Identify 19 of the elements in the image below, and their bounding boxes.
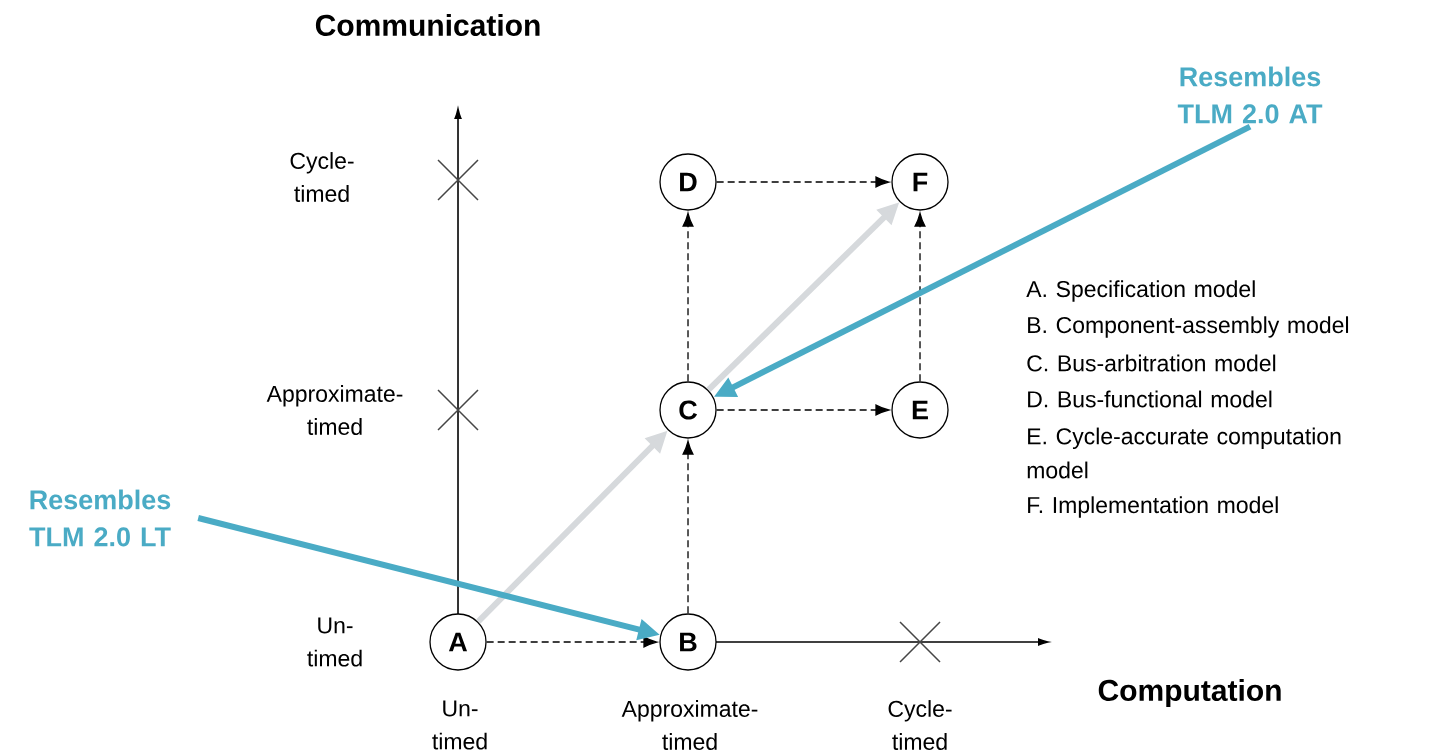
dashed-arrow	[914, 212, 926, 382]
list-item: A. Specification model	[1026, 280, 1255, 302]
tick-label: Cycle- timed	[290, 152, 354, 202]
callout-text: Resembles TLM 2.0 AT	[1177, 66, 1323, 124]
list-item: F. Implementation model	[1028, 496, 1278, 518]
list-item: D. Bus-functional model	[1028, 390, 1272, 408]
tick-label: Un- timed	[432, 700, 487, 750]
dashed-arrow	[682, 212, 694, 382]
list-item: B. Component-assembly model	[1028, 316, 1349, 338]
axis-title: Computation	[1098, 679, 1281, 707]
list-item: E. Cycle-accurate computation model	[1027, 427, 1341, 479]
axis-title: Communication	[315, 14, 540, 37]
tick-label: Cycle- timed	[888, 700, 952, 750]
dashed-arrow	[716, 404, 890, 416]
dashed-arrow	[486, 636, 658, 648]
tick-label: Approximate- timed	[266, 385, 403, 435]
callout-text: Resembles TLM 2.0 LT	[29, 489, 171, 547]
dashed-arrow	[682, 440, 694, 614]
dashed-arrow	[716, 176, 890, 188]
